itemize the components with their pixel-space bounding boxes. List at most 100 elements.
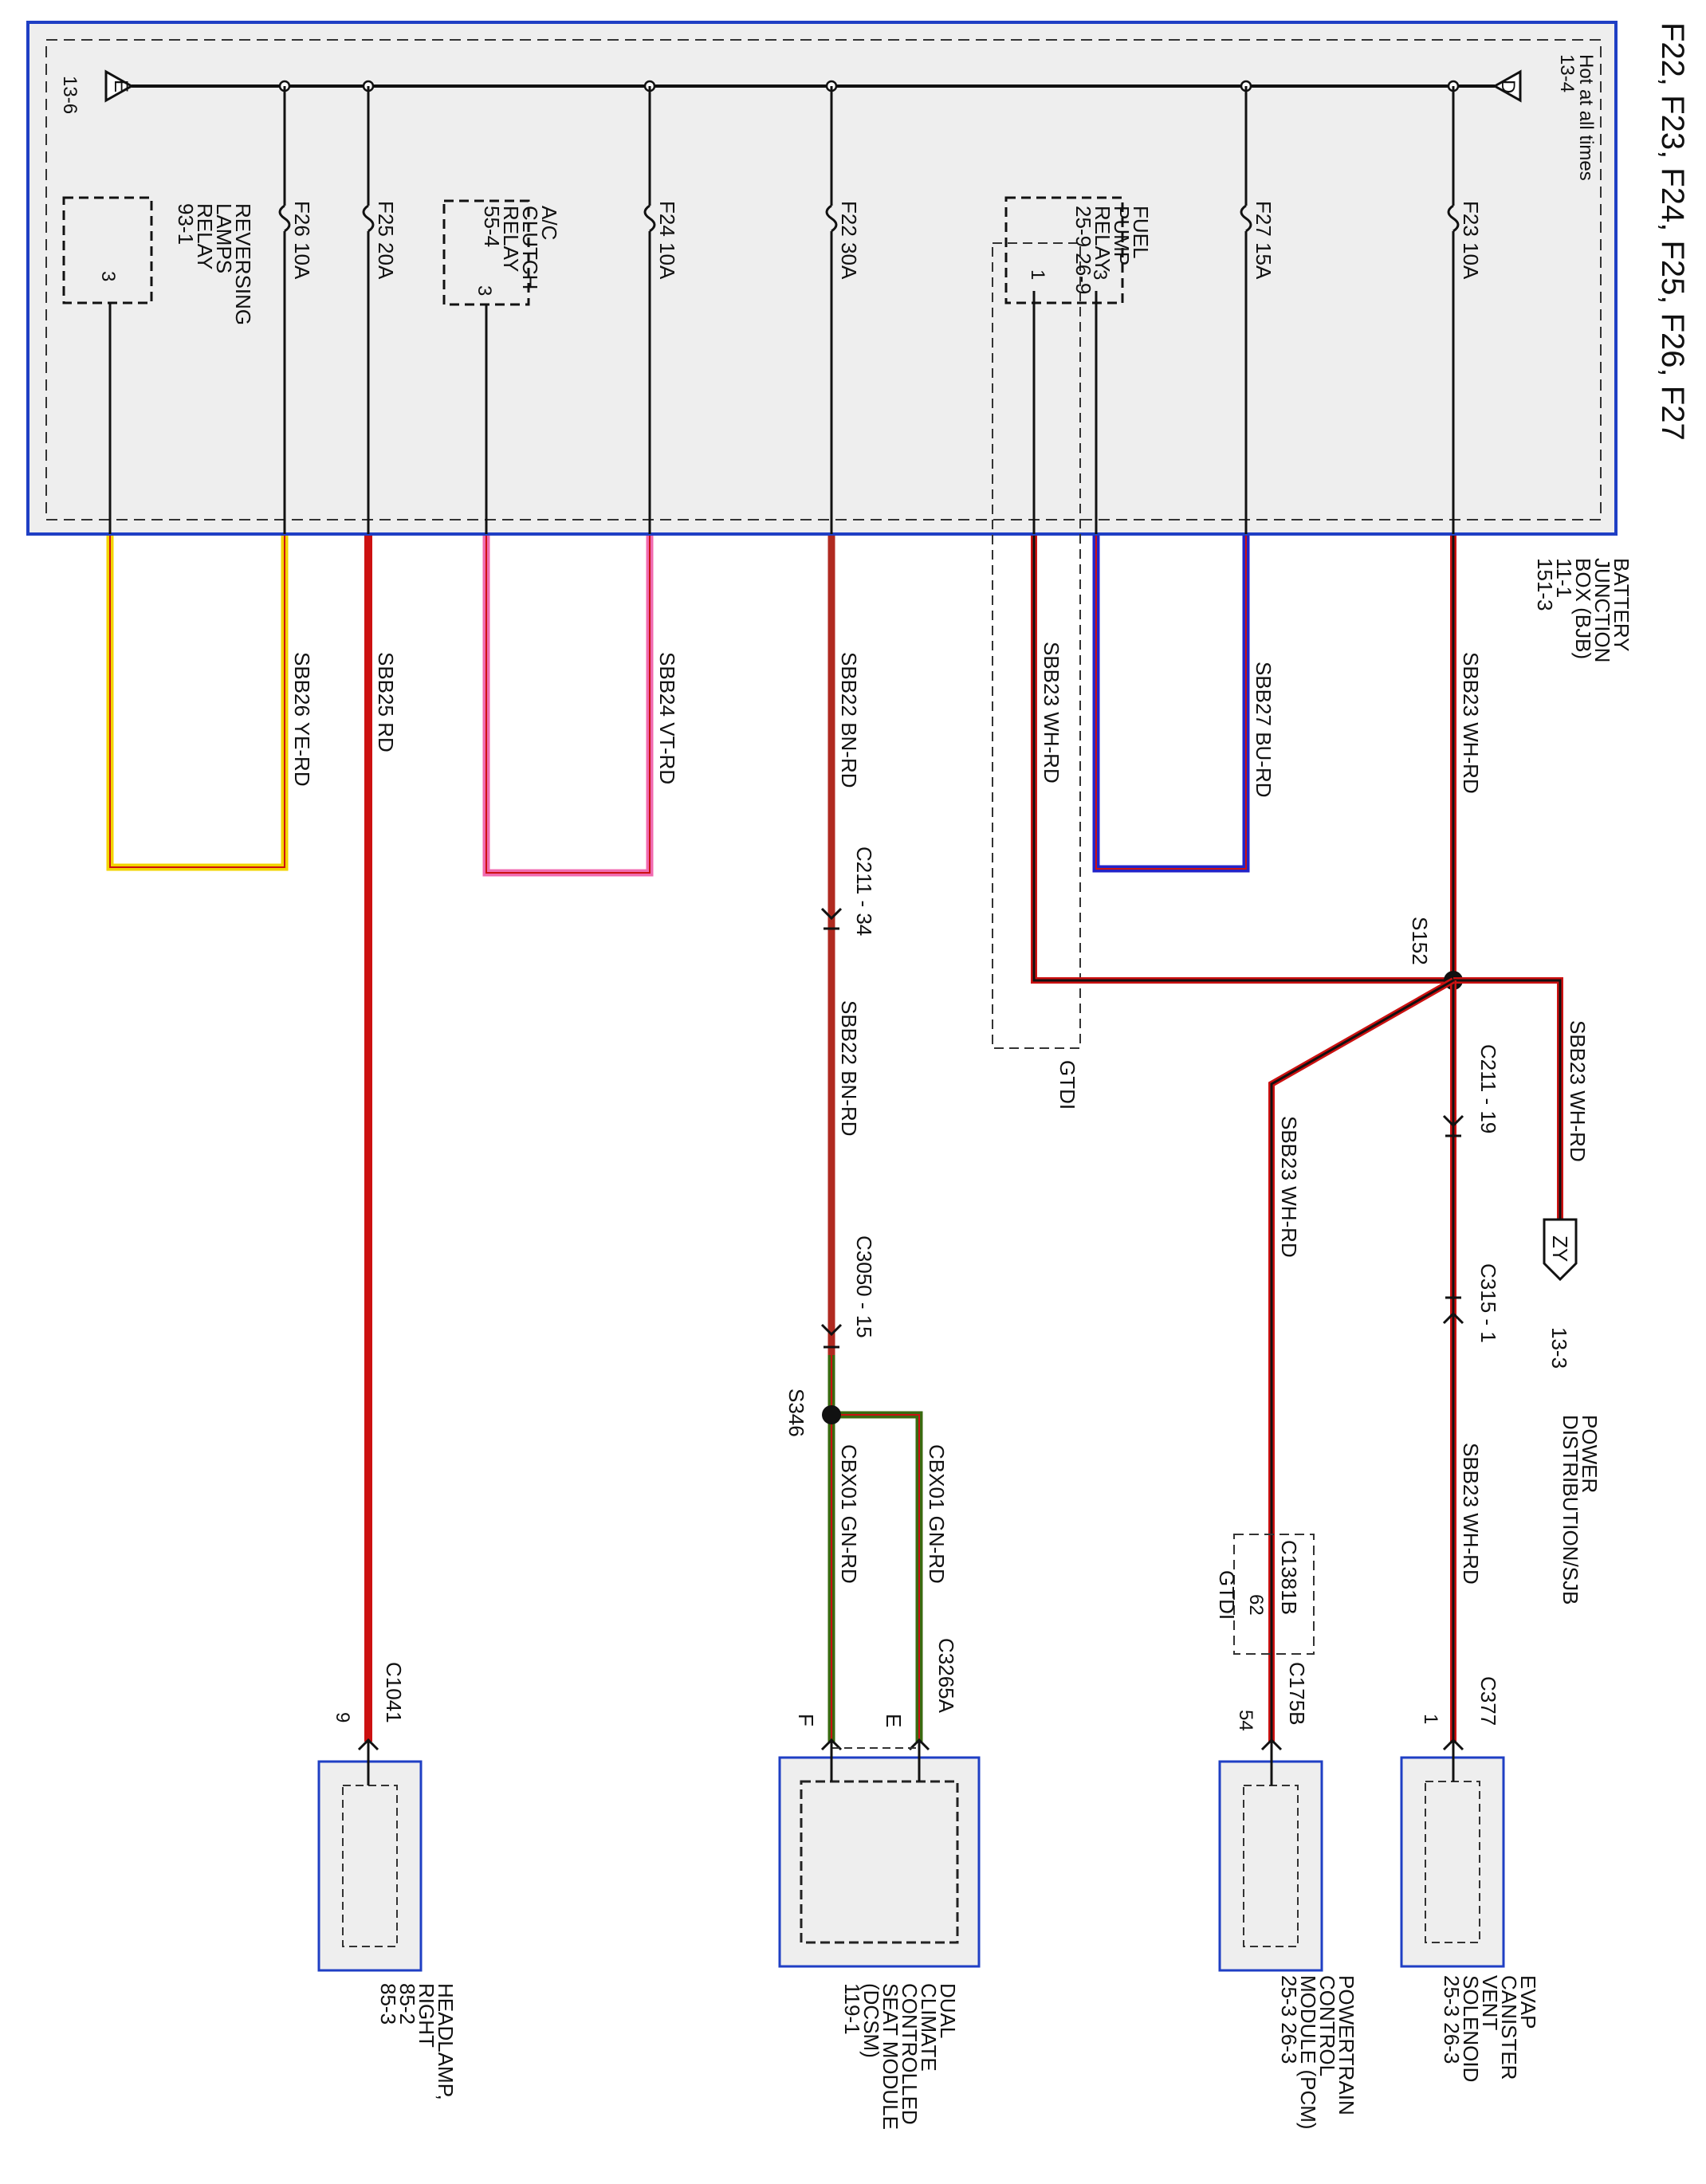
svg-text:SBB26 YE-RD: SBB26 YE-RD [290, 652, 314, 787]
wire-sbb23-zy-label: SBB23 WH-RD [1566, 1020, 1590, 1162]
fuel-pump-relay-box [1004, 196, 1124, 304]
svg-text:CBX01 GN-RD: CBX01 GN-RD [925, 1444, 949, 1584]
connector-c1381b-dashed [1233, 1534, 1315, 1655]
svg-text:POWER: POWER [1578, 1415, 1602, 1493]
svg-text:DISTRIBUTION/SJB: DISTRIBUTION/SJB [1559, 1415, 1582, 1605]
zy-ref: 13-3 [1547, 1327, 1571, 1369]
wire-sbb27-stripe [1095, 536, 1247, 870]
svg-text:CLUTCH: CLUTCH [518, 206, 542, 289]
svg-text:Hot at all times: Hot at all times [1575, 54, 1597, 181]
evap-solenoid-box [1400, 1756, 1505, 1968]
svg-text:85-3: 85-3 [376, 1983, 400, 2025]
wire-sbb22-lower-label: SBB22 BN-RD [837, 1000, 861, 1137]
svg-text:MODULE (PCM): MODULE (PCM) [1296, 1975, 1320, 2130]
svg-text:25-3 26-3: 25-3 26-3 [1440, 1975, 1464, 2064]
splice-s346 [822, 1405, 841, 1424]
fuel-pump-relay-pin-1: 1 [1027, 269, 1048, 280]
fuse-f27-label: F27 15A [1252, 201, 1276, 280]
svg-text:SBB25 RD: SBB25 RD [374, 652, 398, 752]
fuse-f23-label: F23 10A [1459, 201, 1483, 280]
svg-text:SBB23 WH-RD: SBB23 WH-RD [1566, 1020, 1590, 1162]
svg-text:F25 20A: F25 20A [374, 201, 398, 280]
svg-text:CONTROLLED: CONTROLLED [898, 1983, 922, 2125]
bjb-box [26, 21, 1618, 536]
headlamp-box [317, 1760, 423, 1972]
connector-c377-symbol [1442, 1738, 1464, 1751]
wire-sbb23-to-pcm [1268, 977, 1455, 1742]
connector-c1381b-label: C1381B [1277, 1540, 1301, 1615]
headlamp-inner [342, 1785, 398, 1947]
svg-text:CANISTER: CANISTER [1497, 1975, 1521, 2080]
svg-text:SBB24 VT-RD: SBB24 VT-RD [655, 652, 679, 784]
svg-text:(DCSM): (DCSM) [859, 1983, 883, 2058]
wire-sbb24-label: SBB24 VT-RD [655, 652, 679, 784]
evap-solenoid-label: EVAP CANISTER VENT SOLENOID 25-3 26-3 [1440, 1975, 1540, 2082]
connector-c315-1-label: C315 - 1 [1476, 1263, 1500, 1343]
fuel-pump-relay-pin-3: 3 [1089, 269, 1110, 280]
svg-text:PUMP: PUMP [1110, 206, 1134, 265]
connector-c377-label: C377 [1476, 1676, 1500, 1726]
fuse-f24-label: F24 10A [655, 201, 679, 280]
wire-sbb24-stripe [485, 536, 651, 874]
svg-text:55-4: 55-4 [480, 206, 504, 247]
dcsm-inner [800, 1780, 959, 1944]
wire-cbx01-e-stripe [831, 1414, 920, 1742]
connector-c211-34-symbol [820, 907, 843, 930]
svg-text:151-3: 151-3 [1533, 558, 1557, 611]
wire-sbb24-loop [482, 536, 654, 877]
wire-sbb27-loop [1092, 536, 1250, 873]
wire-sbb23-to-pcm-core [1270, 979, 1454, 1742]
svg-text:A/C: A/C [537, 206, 561, 240]
fuse-f22-label: F22 30A [837, 201, 861, 280]
svg-text:BATTERY: BATTERY [1610, 558, 1633, 652]
ac-clutch-relay-pin-3: 3 [474, 285, 495, 296]
gtdi-upper-dashed [992, 242, 1081, 1049]
svg-text:13-4: 13-4 [1556, 54, 1578, 92]
bjb-label: BATTERY JUNCTION BOX (BJB) 11-1 151-3 [1533, 558, 1633, 662]
svg-text:F24 10A: F24 10A [655, 201, 679, 280]
pcm-box [1218, 1760, 1323, 1972]
svg-text:SBB23 WH-RD: SBB23 WH-RD [1459, 652, 1483, 794]
svg-text:VENT: VENT [1478, 1975, 1502, 2030]
gtdi-upper-label: GTDI [1055, 1060, 1079, 1110]
connector-c315-1-symbol [1442, 1296, 1464, 1325]
power-distribution-sjb-label: POWER DISTRIBUTION/SJB [1559, 1415, 1602, 1605]
svg-text:SOLENOID: SOLENOID [1459, 1975, 1483, 2082]
svg-text:CBX01 GN-RD: CBX01 GN-RD [837, 1444, 861, 1584]
zy-flag [1543, 1218, 1578, 1282]
reversing-relay-pin-3: 3 [97, 271, 119, 281]
fuse-drops [278, 86, 1460, 534]
svg-text:JUNCTION: JUNCTION [1590, 558, 1614, 662]
wire-cbx01-f-label: CBX01 GN-RD [837, 1444, 861, 1584]
hot-at-all-times-label: Hot at all times 13-4 [1556, 54, 1597, 181]
wire-sbb25-label: SBB25 RD [374, 652, 398, 752]
connector-c175b-pin: 54 [1235, 1710, 1256, 1731]
bus-flag-e [104, 69, 135, 103]
svg-text:BOX (BJB): BOX (BJB) [1571, 558, 1595, 659]
svg-text:25-9 26-9: 25-9 26-9 [1071, 206, 1095, 294]
svg-text:SBB23 WH-RD: SBB23 WH-RD [1277, 1116, 1301, 1258]
svg-text:F26 10A: F26 10A [290, 201, 314, 280]
wire-sbb22-upper-label: SBB22 BN-RD [837, 652, 861, 788]
svg-text:119-1: 119-1 [840, 1983, 864, 2035]
ac-clutch-relay-label: A/C CLUTCH RELAY 55-4 [480, 206, 561, 289]
gtdi-lower-label: GTDI [1215, 1570, 1239, 1620]
fuel-pump-relay-label: FUEL PUMP RELAY 25-9 26-9 [1071, 206, 1153, 294]
wire-sbb23-main-label: SBB23 WH-RD [1459, 652, 1483, 794]
connector-dcsm-e-symbol [908, 1738, 930, 1751]
dcsm-box [778, 1756, 981, 1968]
wire-sbb26-label: SBB26 YE-RD [290, 652, 314, 787]
reversing-relay-box [62, 196, 153, 304]
svg-text:RELAY: RELAY [193, 203, 217, 269]
wire-sbb26-loop [106, 536, 289, 871]
fuse-f25-label: F25 20A [374, 201, 398, 280]
wire-sbb23-to-zy [1453, 977, 1563, 1220]
connector-c1041-label: C1041 [382, 1662, 406, 1723]
connector-c3050-15-label: C3050 - 15 [852, 1235, 876, 1338]
dcsm-pin-e: E [882, 1714, 906, 1727]
fuse-f26-label: F26 10A [290, 201, 314, 280]
svg-text:11-1: 11-1 [1552, 558, 1576, 598]
headlamp-label: HEADLAMP, RIGHT 85-2 85-3 [376, 1983, 458, 2100]
svg-text:DUAL: DUAL [936, 1983, 960, 2038]
